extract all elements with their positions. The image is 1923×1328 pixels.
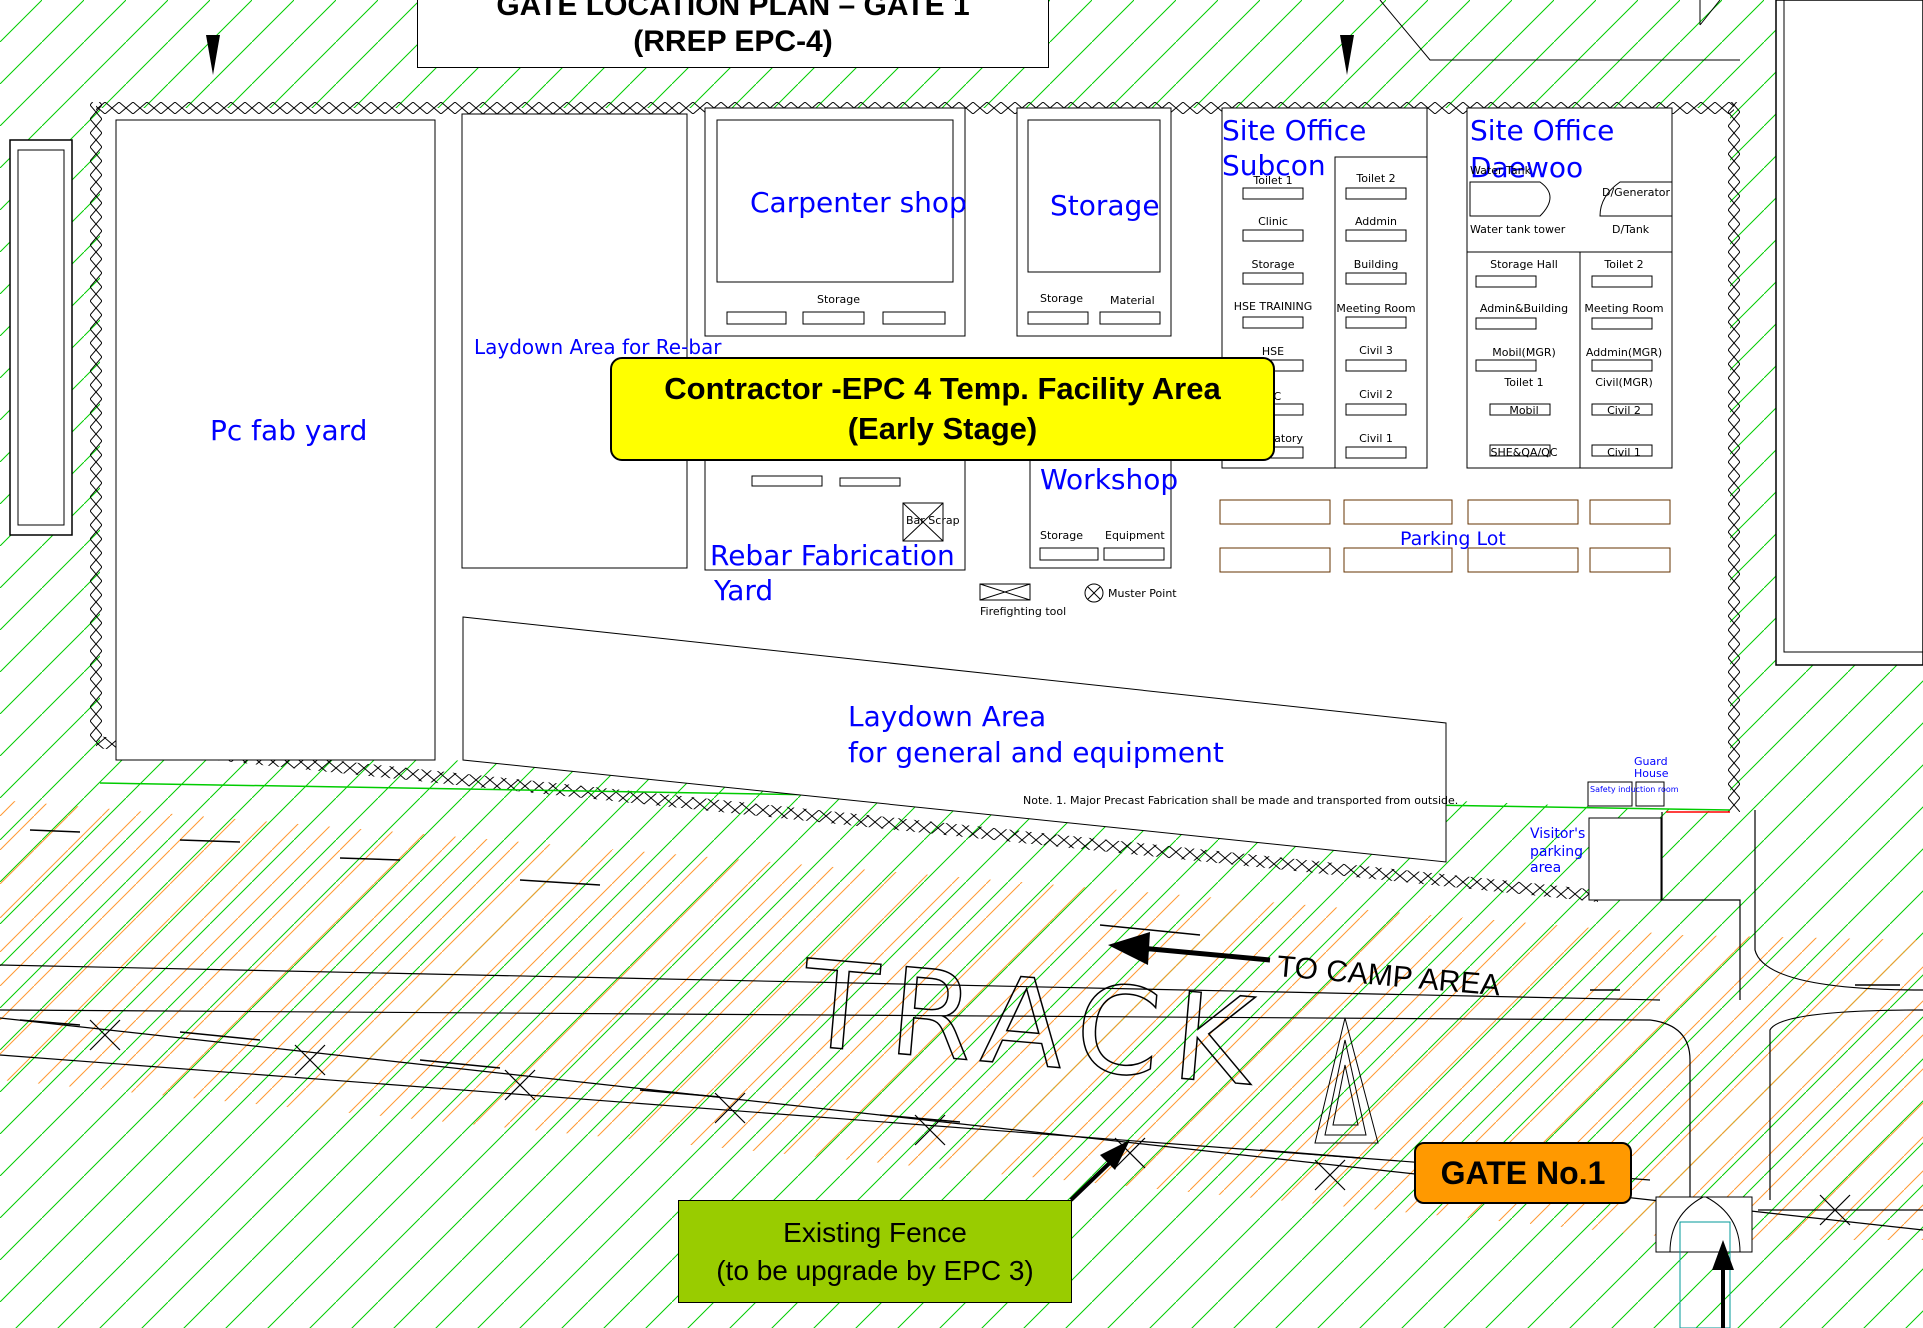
subcon-rooms-right-label: Civil 3: [1359, 344, 1393, 357]
bar-scrap-label: Bar Scrap: [906, 514, 960, 527]
storage-block: [1016, 107, 1172, 337]
workshop-block: [1029, 439, 1172, 569]
laydown-rebar-label: Laydown Area for Re-bar: [474, 335, 722, 359]
subcon-rooms-right-label: Civil 2: [1359, 388, 1393, 401]
daewoo-rooms-left-label: Mobil: [1509, 404, 1538, 417]
daewoo-rooms-right-label: Meeting Room: [1584, 302, 1663, 315]
subcon-rooms-left-label: HSE TRAINING: [1234, 300, 1313, 313]
workshop-label: Workshop: [1040, 463, 1178, 496]
site-fence-left: [90, 102, 102, 742]
site-office-subcon-label-1: Site Office: [1222, 114, 1366, 147]
daewoo-rooms-right-label: Civil 2: [1607, 404, 1641, 417]
site-office-subcon-label-2: Subcon: [1222, 149, 1326, 182]
muster-label: Muster Point: [1108, 587, 1177, 600]
pc-fab-yard-label: Pc fab yard: [210, 414, 367, 447]
subcon-rooms-right-label: Toilet 2: [1355, 172, 1395, 185]
gate-structure: [1655, 1196, 1753, 1253]
subcon-rooms-right-label: Civil 1: [1359, 432, 1393, 445]
site-fence-bottom: [96, 736, 1598, 902]
site-office-daewoo-label-1: Site Office: [1470, 114, 1614, 147]
water-tank-tower-label: Water tank tower: [1470, 223, 1566, 236]
subcon-rooms-left-label: Toilet 1: [1252, 174, 1292, 187]
firefighting-label: Firefighting tool: [980, 605, 1066, 618]
contractor-line2: (Early Stage): [847, 411, 1038, 446]
subcon-rooms-right-label: Building: [1354, 258, 1399, 271]
plan-title: GATE LOCATION PLAN – GATE 1 (RREP EPC-4): [417, 0, 1049, 68]
fence-line1: Existing Fence: [783, 1216, 967, 1248]
subcon-rooms-right-label: Addmin: [1355, 215, 1397, 228]
subcon-rooms-left-label: Clinic: [1258, 215, 1288, 228]
subcon-rooms-left-label: Storage: [1251, 258, 1294, 271]
guard-label-1: Guard: [1634, 755, 1668, 768]
existing-fence-callout: Existing Fence (to be upgrade by EPC 3): [678, 1200, 1072, 1303]
d-tank-label: D/Tank: [1612, 223, 1650, 236]
daewoo-rooms-left-label: Mobil(MGR): [1492, 346, 1556, 359]
contractor-line1: Contractor -EPC 4 Temp. Facility Area: [664, 371, 1221, 406]
daewoo-rooms-right-label: Civil(MGR): [1595, 376, 1653, 389]
stor-storage-label: Storage: [1040, 292, 1083, 305]
parking-lot: [1219, 499, 1671, 573]
visitors-label-2: parking: [1530, 844, 1583, 860]
laydown-general-label-2: for general and equipment: [848, 736, 1224, 769]
laydown-general-label-1: Laydown Area: [848, 700, 1046, 733]
daewoo-rooms-left-label: Admin&Building: [1480, 302, 1568, 315]
gate-callout: GATE No.1: [1414, 1142, 1632, 1204]
ws-equipment-label: Equipment: [1105, 529, 1165, 542]
visitors-label-3: area: [1530, 860, 1561, 876]
gate-label: GATE No.1: [1440, 1154, 1606, 1191]
rebar-yard-label-1: Rebar Fabrication: [710, 539, 955, 572]
parking-lot-label: Parking Lot: [1400, 528, 1506, 550]
visitors-label-1: Visitor's: [1530, 826, 1585, 842]
plan-title-line1: GATE LOCATION PLAN – GATE 1: [496, 0, 970, 22]
subcon-rooms-right-label: Meeting Room: [1336, 302, 1415, 315]
daewoo-rooms-right-label: Toilet 2: [1603, 258, 1643, 271]
safety-induction-label: Safety induction room: [1590, 785, 1679, 794]
daewoo-rooms-left-label: SHE&QA/QC: [1490, 446, 1557, 459]
water-tank-label: Water Tank: [1470, 164, 1532, 177]
laydown-general: [462, 616, 1447, 863]
site-office-daewoo-label-2: Daewoo: [1470, 151, 1583, 184]
subcon-rooms-left-label: HSE: [1262, 345, 1284, 358]
ws-storage-label: Storage: [1040, 529, 1083, 542]
daewoo-rooms-left-label: Storage Hall: [1490, 258, 1558, 271]
laydown-rebar: [461, 113, 688, 569]
rebar-yard-label-2: Yard: [713, 574, 773, 607]
pc-fab-yard: [115, 119, 436, 761]
stor-material-label: Material: [1110, 294, 1155, 307]
daewoo-rooms-left-label: Toilet 1: [1503, 376, 1543, 389]
fence-line2: (to be upgrade by EPC 3): [716, 1254, 1034, 1286]
site-office-daewoo: [1466, 107, 1673, 469]
d-generator-label: D/Generator: [1602, 186, 1671, 199]
daewoo-rooms-right-label: Civil 1: [1607, 446, 1641, 459]
storage-label: Storage: [1050, 189, 1160, 222]
note-label: Note. 1. Major Precast Fabrication shall…: [1023, 794, 1458, 807]
road-hatch: [0, 800, 1923, 1240]
carpenter-shop: [704, 107, 966, 337]
carp-storage-label: Storage: [817, 293, 860, 306]
contractor-area-callout: Contractor -EPC 4 Temp. Facility Area (E…: [610, 357, 1275, 461]
rebar-fab-yard: [704, 439, 966, 571]
site-fence-right: [1728, 102, 1740, 812]
daewoo-rooms-right-label: Addmin(MGR): [1586, 346, 1662, 359]
guard-label-2: House: [1634, 767, 1669, 780]
plan-title-line2: (RREP EPC-4): [633, 25, 833, 58]
carpenter-shop-label: Carpenter shop: [750, 186, 967, 219]
